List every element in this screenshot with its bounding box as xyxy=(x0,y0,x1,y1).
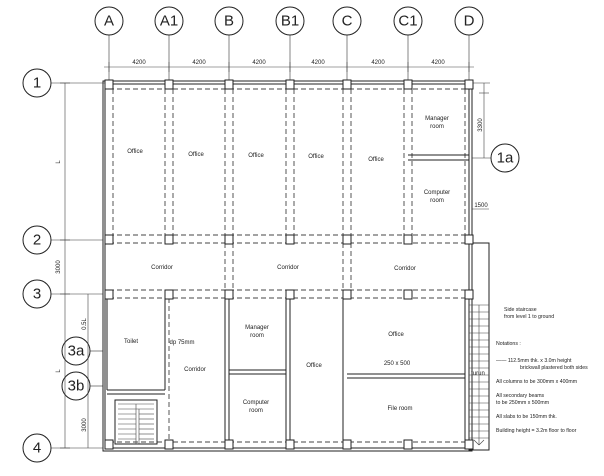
right-dimensions: 3300 1500 xyxy=(472,83,489,210)
room-corridor-1: Corridor xyxy=(151,265,173,271)
note-beams-2: to be 250mm x 500mm xyxy=(496,400,549,406)
left-dimensions: L 3000 0.5L L 3000 xyxy=(56,82,89,449)
dim-top-5: 4200 xyxy=(371,60,385,66)
grid-label-3b: 3b xyxy=(68,378,85,395)
room-office-1: Office xyxy=(127,149,143,155)
room-computer-lower-2: room xyxy=(249,408,263,414)
grid-label-C: C xyxy=(342,13,353,30)
grid-bubble-1a: 1a xyxy=(490,143,520,173)
room-manager-lower: Manager xyxy=(245,325,269,331)
top-dimensions: 4200 4200 4200 4200 4200 4200 xyxy=(104,60,474,72)
dim-left-2-3: 3000 xyxy=(56,260,62,274)
room-office-lower-right: Office xyxy=(388,332,404,338)
note-columns: All columns to be 300mm x 400mm xyxy=(496,379,577,385)
grid-lines xyxy=(51,35,491,449)
grid-label-3a: 3a xyxy=(68,343,85,360)
grid-label-C1: C1 xyxy=(398,13,417,30)
room-office-lower-mid: Office xyxy=(306,363,322,369)
grid-label-B: B xyxy=(224,13,234,30)
note-wall-2: brickwall plastered both sides xyxy=(520,365,588,371)
room-office-2: Office xyxy=(188,152,204,158)
room-office-4: Office xyxy=(308,154,324,160)
room-manager-lower-2: room xyxy=(250,333,264,339)
grid-bubble-B1: B1 xyxy=(275,6,305,36)
dim-left-3a-3b: L xyxy=(56,369,62,373)
grid-label-D: D xyxy=(464,13,475,30)
dim-right-1-1a: 3300 xyxy=(478,118,484,132)
dim-left-3b-4: 3000 xyxy=(82,418,88,432)
grid-bubble-A1: A1 xyxy=(154,6,184,36)
room-computer-top: Computer xyxy=(424,190,450,196)
dim-top-1: 4200 xyxy=(132,60,146,66)
dim-left-1-2: L xyxy=(56,160,62,164)
grid-bubble-C: C xyxy=(332,6,362,36)
grid-bubble-C1: C1 xyxy=(393,6,423,36)
column-grid-bubbles: A A1 B B1 C C1 D xyxy=(94,6,484,36)
room-file: File room xyxy=(387,406,412,412)
dim-top-6: 4200 xyxy=(431,60,445,66)
grid-label-1: 1 xyxy=(33,75,41,92)
room-toilet: Toilet xyxy=(124,339,138,345)
room-corridor-3: Corridor xyxy=(394,266,416,272)
grid-label-2: 2 xyxy=(33,232,41,249)
note-wall-1: —— 112.5mm thk. x 3.0m height xyxy=(496,358,572,364)
grid-bubble-A: A xyxy=(94,6,124,36)
grid-label-B1: B1 xyxy=(281,13,299,30)
grid-label-A1: A1 xyxy=(160,13,178,30)
dim-top-4: 4200 xyxy=(311,60,325,66)
note-stair-2: from level 1 to ground xyxy=(504,314,554,320)
grid-bubble-1: 1 xyxy=(22,68,52,98)
room-manager-top-2: room xyxy=(430,124,444,130)
grid-label-4: 4 xyxy=(33,440,41,457)
dim-right-1a-2: 1500 xyxy=(474,203,488,209)
notes-title: Notations : xyxy=(496,341,521,347)
grid-bubble-3: 3 xyxy=(22,279,52,309)
structural-columns xyxy=(104,79,474,450)
grid-label-3: 3 xyxy=(33,286,41,303)
dim-top-3: 4200 xyxy=(252,60,266,66)
grid-bubble-3a: 3a xyxy=(61,336,91,366)
stair-turun-label: turun xyxy=(471,371,485,377)
grid-bubble-2: 2 xyxy=(22,225,52,255)
grid-bubble-D: D xyxy=(454,6,484,36)
room-office-5: Office xyxy=(368,157,384,163)
room-corridor-2: Corridor xyxy=(277,265,299,271)
dim-left-3-3a: 0.5L xyxy=(82,318,88,330)
note-beams-1: All secondary beams xyxy=(496,393,545,399)
room-office-3: Office xyxy=(248,153,264,159)
room-corridor-lower: Corridor xyxy=(184,367,206,373)
grid-bubble-3b: 3b xyxy=(61,371,91,401)
room-computer-top-2: room xyxy=(430,198,444,204)
row-grid-bubbles: 1 1a 2 3 3a 3b 4 xyxy=(22,68,520,463)
dp-note: dp 75mm xyxy=(169,340,194,346)
room-labels: Office Office Office Office Office Manag… xyxy=(124,116,485,414)
grid-label-1a: 1a xyxy=(497,150,514,167)
note-slabs: All slabs to be 150mm thk. xyxy=(496,414,557,420)
dim-top-2: 4200 xyxy=(192,60,206,66)
beam-size-label: 250 x 500 xyxy=(384,361,411,367)
note-stair-1: Side staircase xyxy=(504,307,537,313)
room-computer-lower: Computer xyxy=(243,400,269,406)
grid-bubble-4: 4 xyxy=(22,433,52,463)
grid-bubble-B: B xyxy=(214,6,244,36)
note-height: Building height = 3.2m floor to floor xyxy=(496,428,577,434)
room-manager-top: Manager xyxy=(425,116,449,122)
grid-label-A: A xyxy=(104,13,114,30)
notations: Side staircase from level 1 to ground No… xyxy=(496,307,588,434)
